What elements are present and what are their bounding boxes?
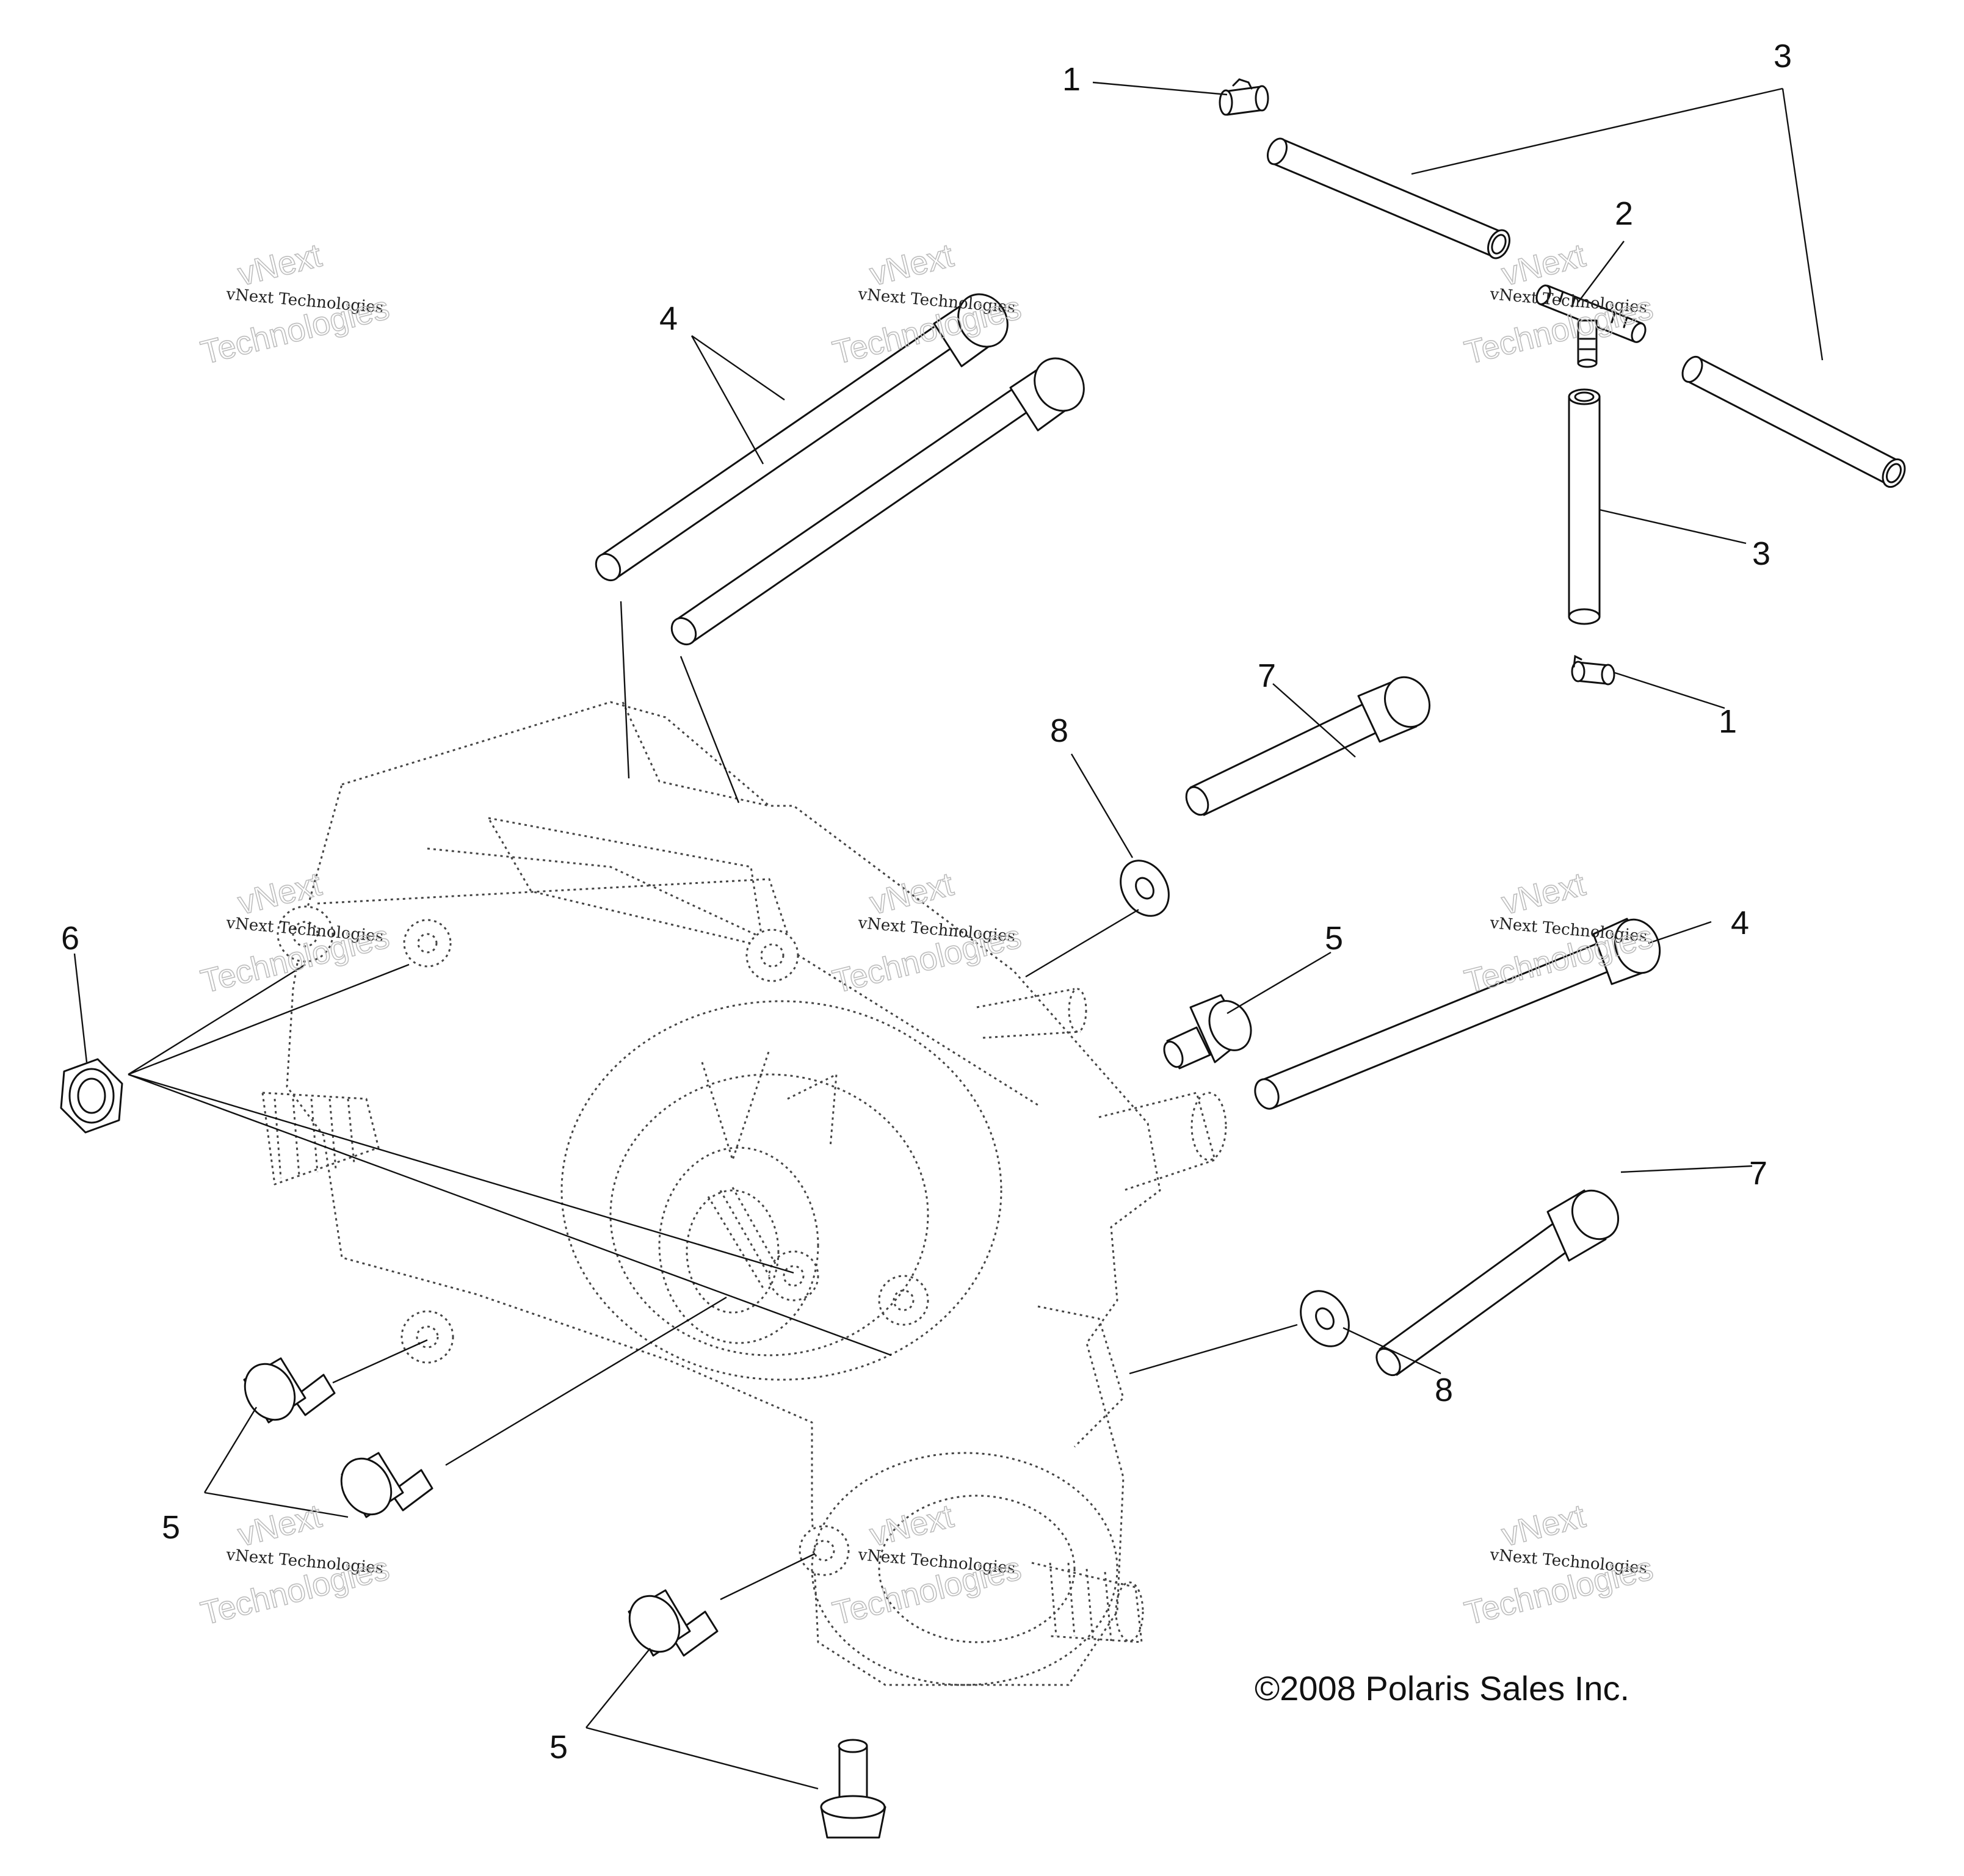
bolt-7-upper: [1185, 676, 1430, 816]
callout-4-right: 4: [1731, 905, 1749, 941]
watermark-bc: vNext Technologies vNext Technologies: [828, 1497, 1025, 1632]
svg-text:vNext: vNext: [1498, 1498, 1589, 1554]
short-bolt-5-lower: [628, 1589, 719, 1657]
svg-text:vNext: vNext: [1498, 237, 1589, 293]
washer-8-upper: [1120, 860, 1170, 917]
svg-text:vNext: vNext: [866, 237, 957, 293]
nut-6: [60, 1058, 123, 1134]
long-bolt-right: [1254, 918, 1661, 1110]
callout-8-upper: 8: [1050, 712, 1068, 749]
short-bolt-5-bottom: [820, 1739, 886, 1839]
washer-8-lower: [1300, 1290, 1350, 1347]
callout-3-top: 3: [1774, 38, 1792, 74]
watermark-ml: vNext Technologies vNext Technologies: [197, 865, 393, 1001]
hose-3-right: [1681, 355, 1906, 488]
clamp-1-upper: [1219, 78, 1269, 116]
tee-fitting-2: [1535, 284, 1647, 368]
svg-text:vNext: vNext: [866, 1498, 957, 1554]
short-bolt-5-left-2: [340, 1452, 433, 1518]
watermark-tl: vNext Technologies vNext Technologies: [197, 236, 393, 372]
leader-lines: [73, 81, 1824, 1790]
callout-6: 6: [61, 920, 79, 957]
callout-4-upper: 4: [659, 300, 678, 337]
watermark-br: vNext Technologies vNext Technologies: [1460, 1497, 1657, 1632]
svg-text:vNext: vNext: [234, 237, 325, 293]
callout-5-left: 5: [162, 1509, 180, 1546]
watermark-tr: vNext Technologies vNext Technologies: [1460, 236, 1657, 372]
bolt-7-lower: [1375, 1189, 1620, 1377]
callout-1-lower: 1: [1719, 703, 1737, 740]
hose-3-vertical: [1568, 388, 1601, 625]
callout-3-right: 3: [1752, 535, 1770, 572]
hose-3-upper: [1267, 137, 1510, 259]
callout-7-lower: 7: [1749, 1155, 1767, 1192]
callout-numbers: 1 3 2 4 3 7 1 8 5 4 6 7 8 5 5: [61, 38, 1792, 1766]
callout-2: 2: [1615, 195, 1633, 232]
callout-7-upper: 7: [1258, 657, 1276, 694]
short-bolt-5-right: [1163, 994, 1252, 1070]
long-bolt-upper-2: [670, 357, 1085, 646]
watermark-mc: vNext Technologies vNext Technologies: [828, 865, 1025, 1001]
svg-text:vNext: vNext: [866, 866, 957, 922]
gearcase-housing: [261, 701, 1227, 1686]
callout-1-upper: 1: [1062, 61, 1081, 98]
callout-8-lower: 8: [1435, 1372, 1453, 1408]
clamp-1-lower: [1571, 654, 1615, 686]
callout-5-bottom: 5: [549, 1729, 568, 1766]
long-bolt-upper-1: [595, 293, 1009, 582]
callout-5-right: 5: [1325, 920, 1343, 957]
short-bolt-5-left-1: [243, 1357, 336, 1424]
svg-text:vNext: vNext: [1498, 866, 1589, 922]
watermark-bl: vNext Technologies vNext Technologies: [197, 1497, 393, 1632]
copyright-notice: ©2008 Polaris Sales Inc.: [1255, 1669, 1629, 1708]
